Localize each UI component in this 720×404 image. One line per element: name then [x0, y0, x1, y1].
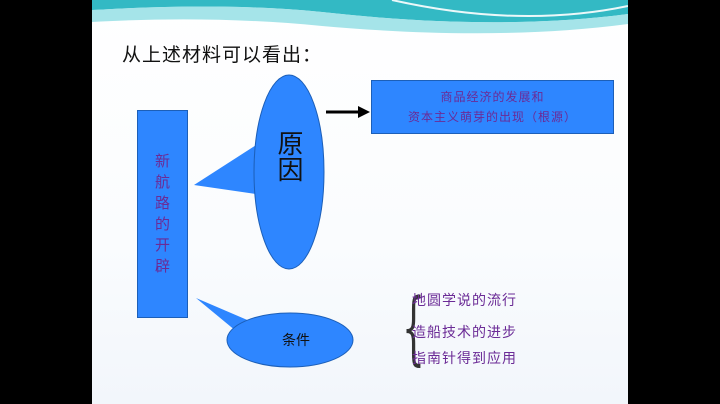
- result-line-1: 商品经济的发展和: [440, 90, 545, 104]
- condition-item-2: 造船技术的进步: [412, 325, 517, 341]
- result-arrow-head: [358, 106, 370, 118]
- slide: 从上述材料可以看出： 新航路的开辟 原因 商品经济的发展和 资本主义萌芽的出现（…: [92, 0, 628, 404]
- slide-graphics: [92, 0, 628, 368]
- banner-wave-light: [92, 6, 628, 34]
- result-box: 商品经济的发展和 资本主义萌芽的出现（根源）: [371, 80, 614, 134]
- slide-heading: 从上述材料可以看出：: [122, 44, 323, 66]
- condition-item-1: 地圆学说的流行: [412, 293, 517, 309]
- banner-wave-white-line: [391, 0, 628, 18]
- condition-item-3: 指南针得到应用: [412, 351, 517, 367]
- condition-label: 条件: [282, 333, 310, 349]
- result-line-2: 资本主义萌芽的出现（根源）: [407, 110, 577, 124]
- condition-ellipse: [226, 312, 354, 368]
- cause-label-text: 原因: [273, 130, 303, 182]
- brace-icon: {: [401, 281, 425, 374]
- topic-box: 新航路的开辟: [137, 110, 188, 318]
- cause-label: 原因: [264, 130, 312, 193]
- cause-callout-pointer: [194, 140, 270, 196]
- banner-wave-dark: [92, 0, 628, 23]
- topic-box-text: 新航路的开辟: [153, 153, 171, 279]
- cause-ellipse: [253, 74, 325, 270]
